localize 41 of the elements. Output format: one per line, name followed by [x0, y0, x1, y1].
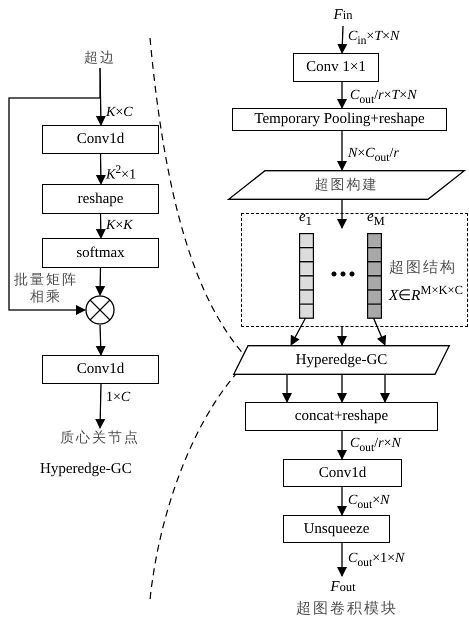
- process-box: softmax: [42, 238, 159, 268]
- arrow: [337, 200, 347, 229]
- arrow: [337, 431, 347, 460]
- parallelogram-box: Hyperedge-GC: [233, 345, 450, 375]
- dashed-region: [241, 213, 468, 327]
- arrow: [95, 268, 106, 296]
- vector-label: e$_{1}$: [299, 209, 312, 229]
- arrow: [282, 375, 292, 403]
- arrow: [96, 214, 106, 239]
- process-box: reshape: [42, 184, 159, 214]
- arrow: [96, 154, 106, 185]
- arrow: [337, 375, 347, 403]
- input-label: 超边: [84, 48, 116, 68]
- process-box: Conv1d: [42, 355, 159, 384]
- edge-label: 批量矩阵相乘: [13, 272, 79, 306]
- arrow: [380, 375, 390, 403]
- multiply-symbol: [85, 295, 115, 325]
- process-box: concat+reshape: [245, 402, 438, 431]
- output-label: 质心关节点: [58, 428, 142, 448]
- arrow: [372, 318, 386, 346]
- caption-text: 超图卷积模块: [296, 601, 398, 617]
- arrow: [95, 384, 106, 429]
- arrow: [337, 82, 347, 109]
- region-label: 超图结构: [389, 260, 457, 276]
- formula-label: X∈R$^{M×K×C}$: [389, 282, 463, 304]
- arrow: [337, 543, 347, 577]
- process-box: Temporary Pooling+reshape: [232, 108, 447, 131]
- arrow: [337, 26, 348, 54]
- process-box: Conv 1×1: [293, 53, 379, 82]
- parallelogram-box: 超图构建: [228, 170, 465, 200]
- arrow: [96, 324, 106, 356]
- vector-label: e$_{M}$: [367, 209, 385, 229]
- arrow: [8, 68, 101, 315]
- process-box: Conv1d: [42, 125, 159, 154]
- arrow: [337, 131, 347, 171]
- caption-text: Hyperedge-GC: [40, 461, 132, 477]
- arrow: [290, 318, 306, 346]
- arrow: [337, 487, 347, 516]
- process-box: Unsqueeze: [283, 515, 390, 543]
- process-box: Conv1d: [283, 459, 402, 487]
- arrow: [337, 327, 347, 346]
